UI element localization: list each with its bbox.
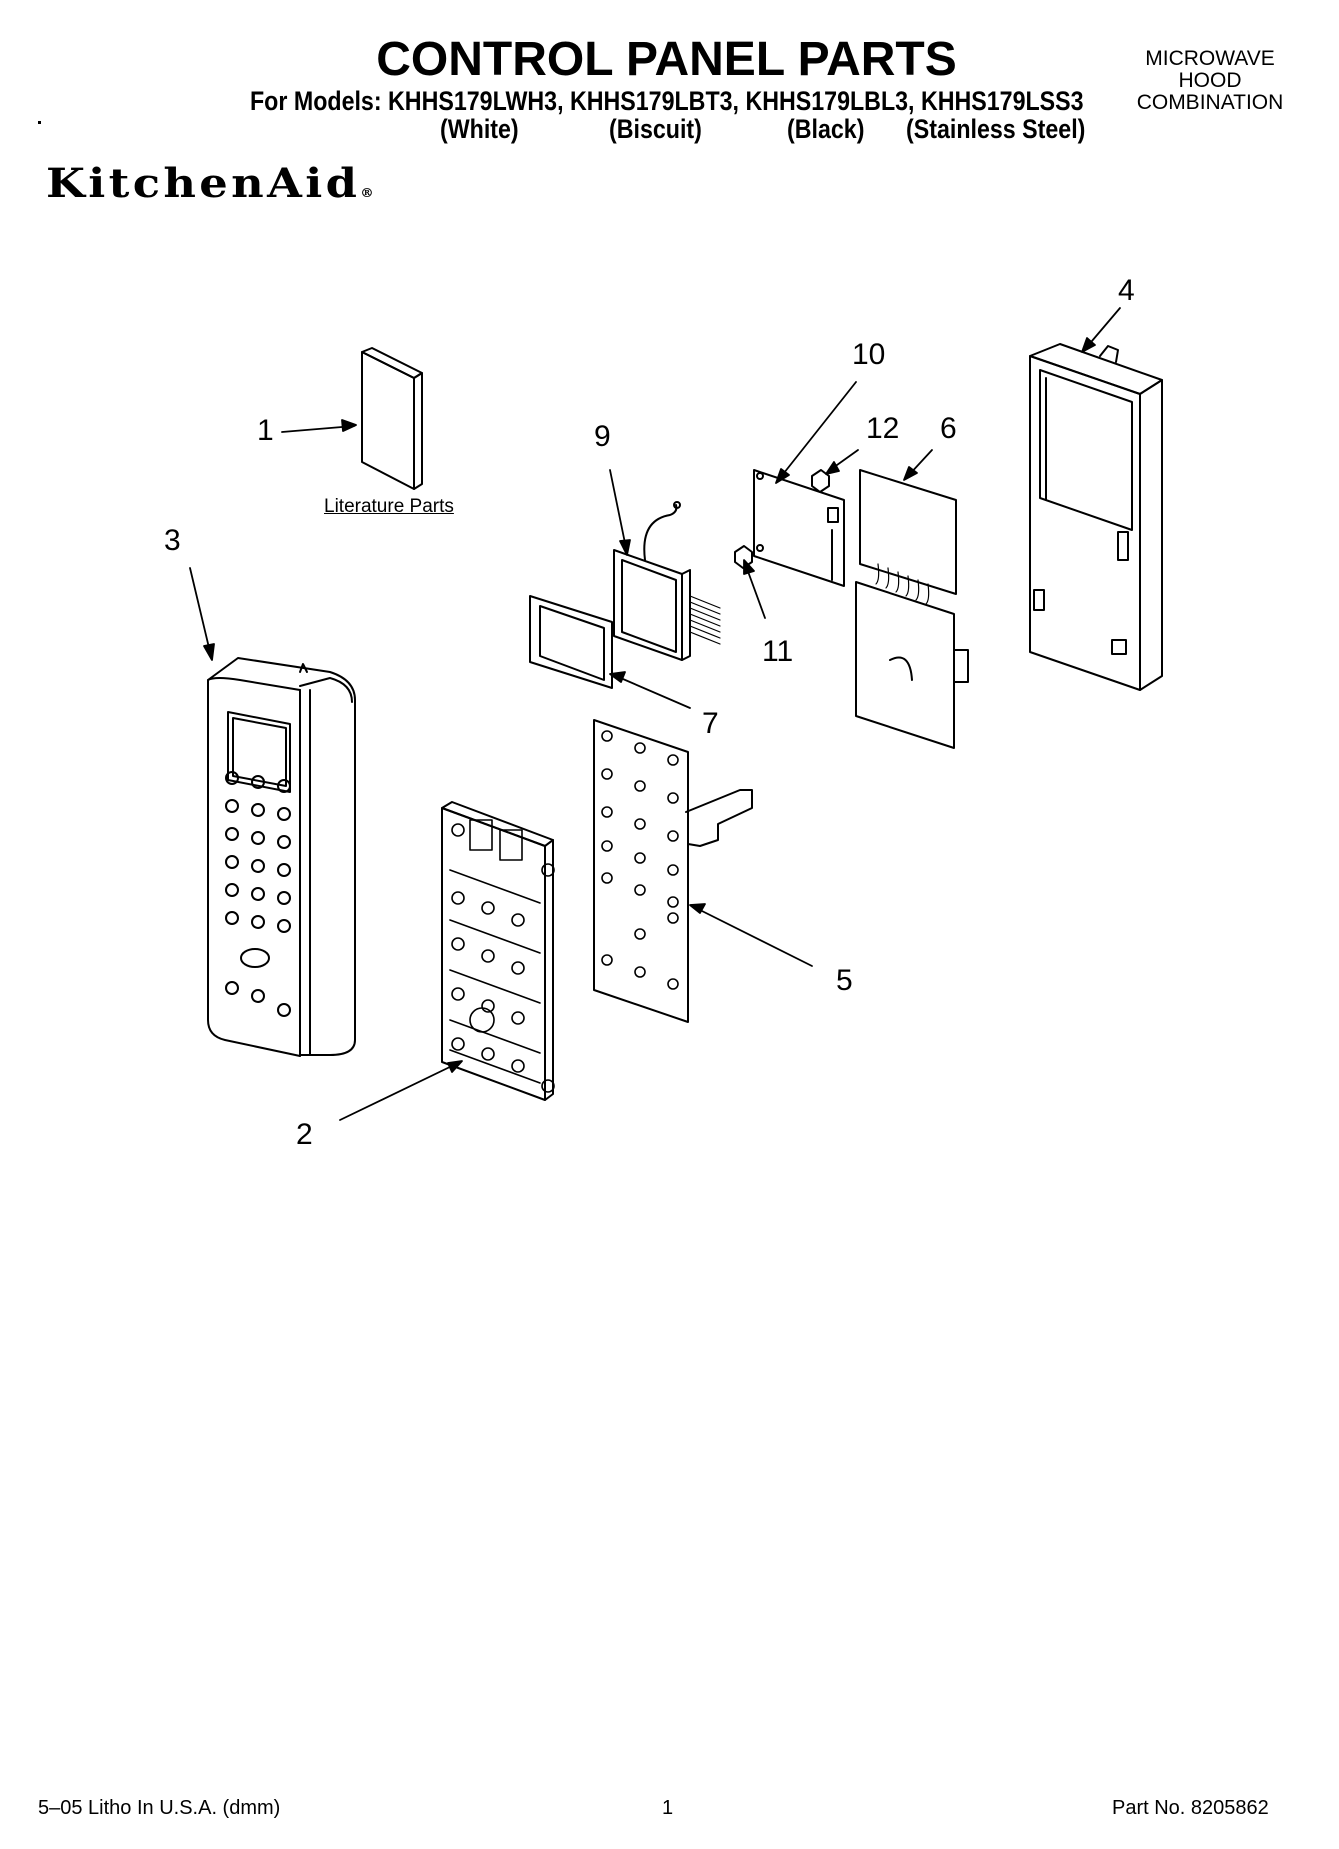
finish-black: (Black) (787, 114, 865, 144)
product-type-line: MICROWAVE (1145, 47, 1275, 70)
product-type: MICROWAVE HOOD COMBINATION (1100, 48, 1320, 114)
callout-6: 6 (940, 412, 957, 445)
part-6-relay-board (855, 469, 969, 749)
part-1-literature (361, 347, 423, 490)
callout-3: 3 (164, 524, 181, 557)
callout-11: 11 (762, 635, 794, 668)
callout-9: 9 (594, 420, 611, 453)
part-9-display (613, 501, 721, 661)
finish-biscuit: (Biscuit) (609, 114, 702, 144)
brand-registered-mark: ® (360, 186, 374, 200)
product-type-line: HOOD (1178, 69, 1242, 92)
callout-5: 5 (836, 964, 853, 997)
page-title: CONTROL PANEL PARTS (376, 33, 957, 86)
part-12-spacer (811, 469, 830, 493)
keypad-buttons (225, 771, 291, 1017)
footer-page-number: 1 (662, 1797, 674, 1819)
product-type-line: COMBINATION (1136, 91, 1284, 114)
callout-4: 4 (1118, 274, 1135, 307)
models-line: For Models: KHHS179LWH3, KHHS179LBT3, KH… (250, 86, 1084, 116)
callout-12: 12 (866, 412, 900, 445)
finish-white: (White) (440, 114, 519, 144)
brand-logo: KitchenAid® (46, 160, 374, 207)
leader-lines (189, 307, 1121, 1121)
part-11-spacer (734, 545, 753, 569)
part-4-housing (1029, 343, 1163, 691)
part-7-display-window (529, 595, 613, 689)
literature-parts-label: Literature Parts (324, 496, 454, 517)
callout-1: 1 (257, 414, 274, 447)
callout-7: 7 (702, 707, 719, 740)
part-3-front-panel (207, 657, 356, 1057)
stray-dot (38, 121, 41, 124)
part-2-keypad-frame (441, 801, 555, 1101)
brand-name: KitchenAid (46, 160, 361, 207)
callout-2: 2 (296, 1118, 313, 1151)
footer-part-number: Part No. 8205862 (1112, 1797, 1269, 1819)
finish-stainless: (Stainless Steel) (906, 114, 1086, 144)
part-5-membrane-switch (593, 719, 753, 1023)
footer-litho: 5–05 Litho In U.S.A. (dmm) (38, 1797, 281, 1819)
part-10-control-board (753, 469, 845, 587)
callout-10: 10 (852, 338, 886, 371)
